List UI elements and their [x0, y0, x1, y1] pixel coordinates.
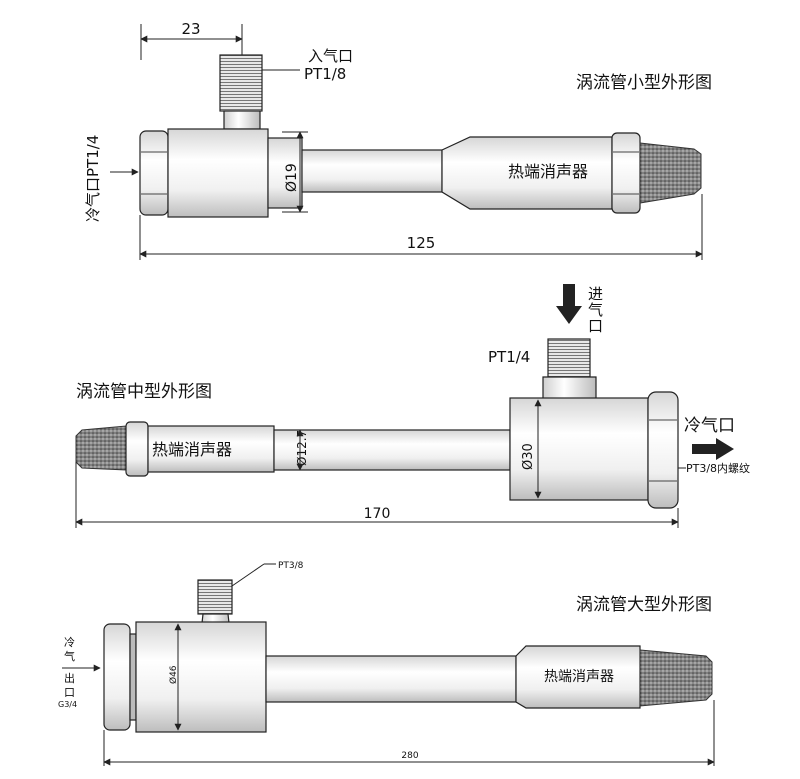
small-hex-nut [139, 130, 169, 216]
medium-inlet-thread: PT1/4 [488, 348, 530, 366]
medium-length: 170 [364, 506, 391, 522]
large-inlet-thread: PT3/8 [278, 561, 304, 571]
small-length: 125 [407, 234, 436, 252]
large-cold-3: 出 [64, 671, 75, 685]
small-drawing: 23 入气口 PT1/8 热端消声器 Ø19 冷气口PT1/4 [84, 20, 712, 260]
large-inlet-fitting [197, 579, 233, 615]
medium-body [509, 397, 649, 501]
small-tube [301, 149, 443, 193]
small-muffler-label: 热端消声器 [508, 162, 588, 181]
medium-cold-thread: PT3/8内螺纹 [686, 461, 750, 475]
large-muffler [639, 649, 713, 707]
small-body [167, 128, 269, 218]
large-flange-gap [129, 633, 137, 721]
small-muffler [639, 142, 702, 204]
small-inlet-thread: PT1/8 [304, 65, 346, 83]
large-tube [265, 655, 517, 703]
medium-body-diameter: Ø30 [521, 443, 536, 470]
medium-cold-arrow [692, 438, 734, 460]
large-cold-thread: G3/4 [58, 700, 77, 709]
medium-drawing: 涡流管中型外形图 进 气 口 PT1/4 热端消声器 Ø12.7 Ø30 冷气口… [75, 284, 750, 528]
large-drawing: 涡流管大型外形图 PT3/8 Ø46 热端消声器 冷 气 出 口 G3/4 28… [58, 561, 715, 766]
small-muffler-nut [611, 132, 641, 214]
small-inlet-fitting [219, 54, 263, 112]
medium-title: 涡流管中型外形图 [76, 382, 212, 402]
small-title: 涡流管小型外形图 [576, 73, 712, 93]
medium-inlet-fitting [547, 338, 591, 378]
large-body [135, 621, 267, 733]
small-dim-23: 23 [181, 20, 200, 38]
small-step [267, 137, 303, 209]
large-muffler-label: 热端消声器 [544, 669, 614, 685]
large-flange [103, 623, 131, 731]
small-inlet-neck [223, 110, 261, 130]
large-hot-end [515, 645, 641, 709]
medium-cold-outlet: 冷气口 [684, 416, 735, 436]
large-cold-1: 冷 [64, 636, 75, 649]
medium-muffler-nut [125, 421, 149, 477]
large-title: 涡流管大型外形图 [576, 595, 712, 615]
medium-muffler [75, 425, 127, 471]
medium-hot-end [147, 425, 275, 473]
large-length: 280 [401, 751, 418, 761]
large-cold-2: 气 [64, 649, 75, 663]
large-cold-4: 口 [64, 686, 75, 699]
medium-inlet-3: 口 [588, 317, 603, 335]
small-inlet-label: 入气口 [308, 47, 353, 65]
small-cold-outlet: 冷气口PT1/4 [84, 135, 102, 222]
medium-tube [273, 429, 511, 471]
large-diameter: Ø46 [168, 665, 179, 684]
medium-tube-diameter: Ø12.7 [295, 430, 309, 466]
large-inlet-leader [231, 563, 265, 587]
small-diameter: Ø19 [284, 163, 300, 192]
medium-inlet-arrow [556, 284, 582, 324]
medium-hex-nut [647, 391, 679, 509]
medium-muffler-label: 热端消声器 [152, 440, 232, 459]
medium-inlet-1: 进 [588, 285, 603, 303]
medium-inlet-2: 气 [588, 301, 603, 319]
